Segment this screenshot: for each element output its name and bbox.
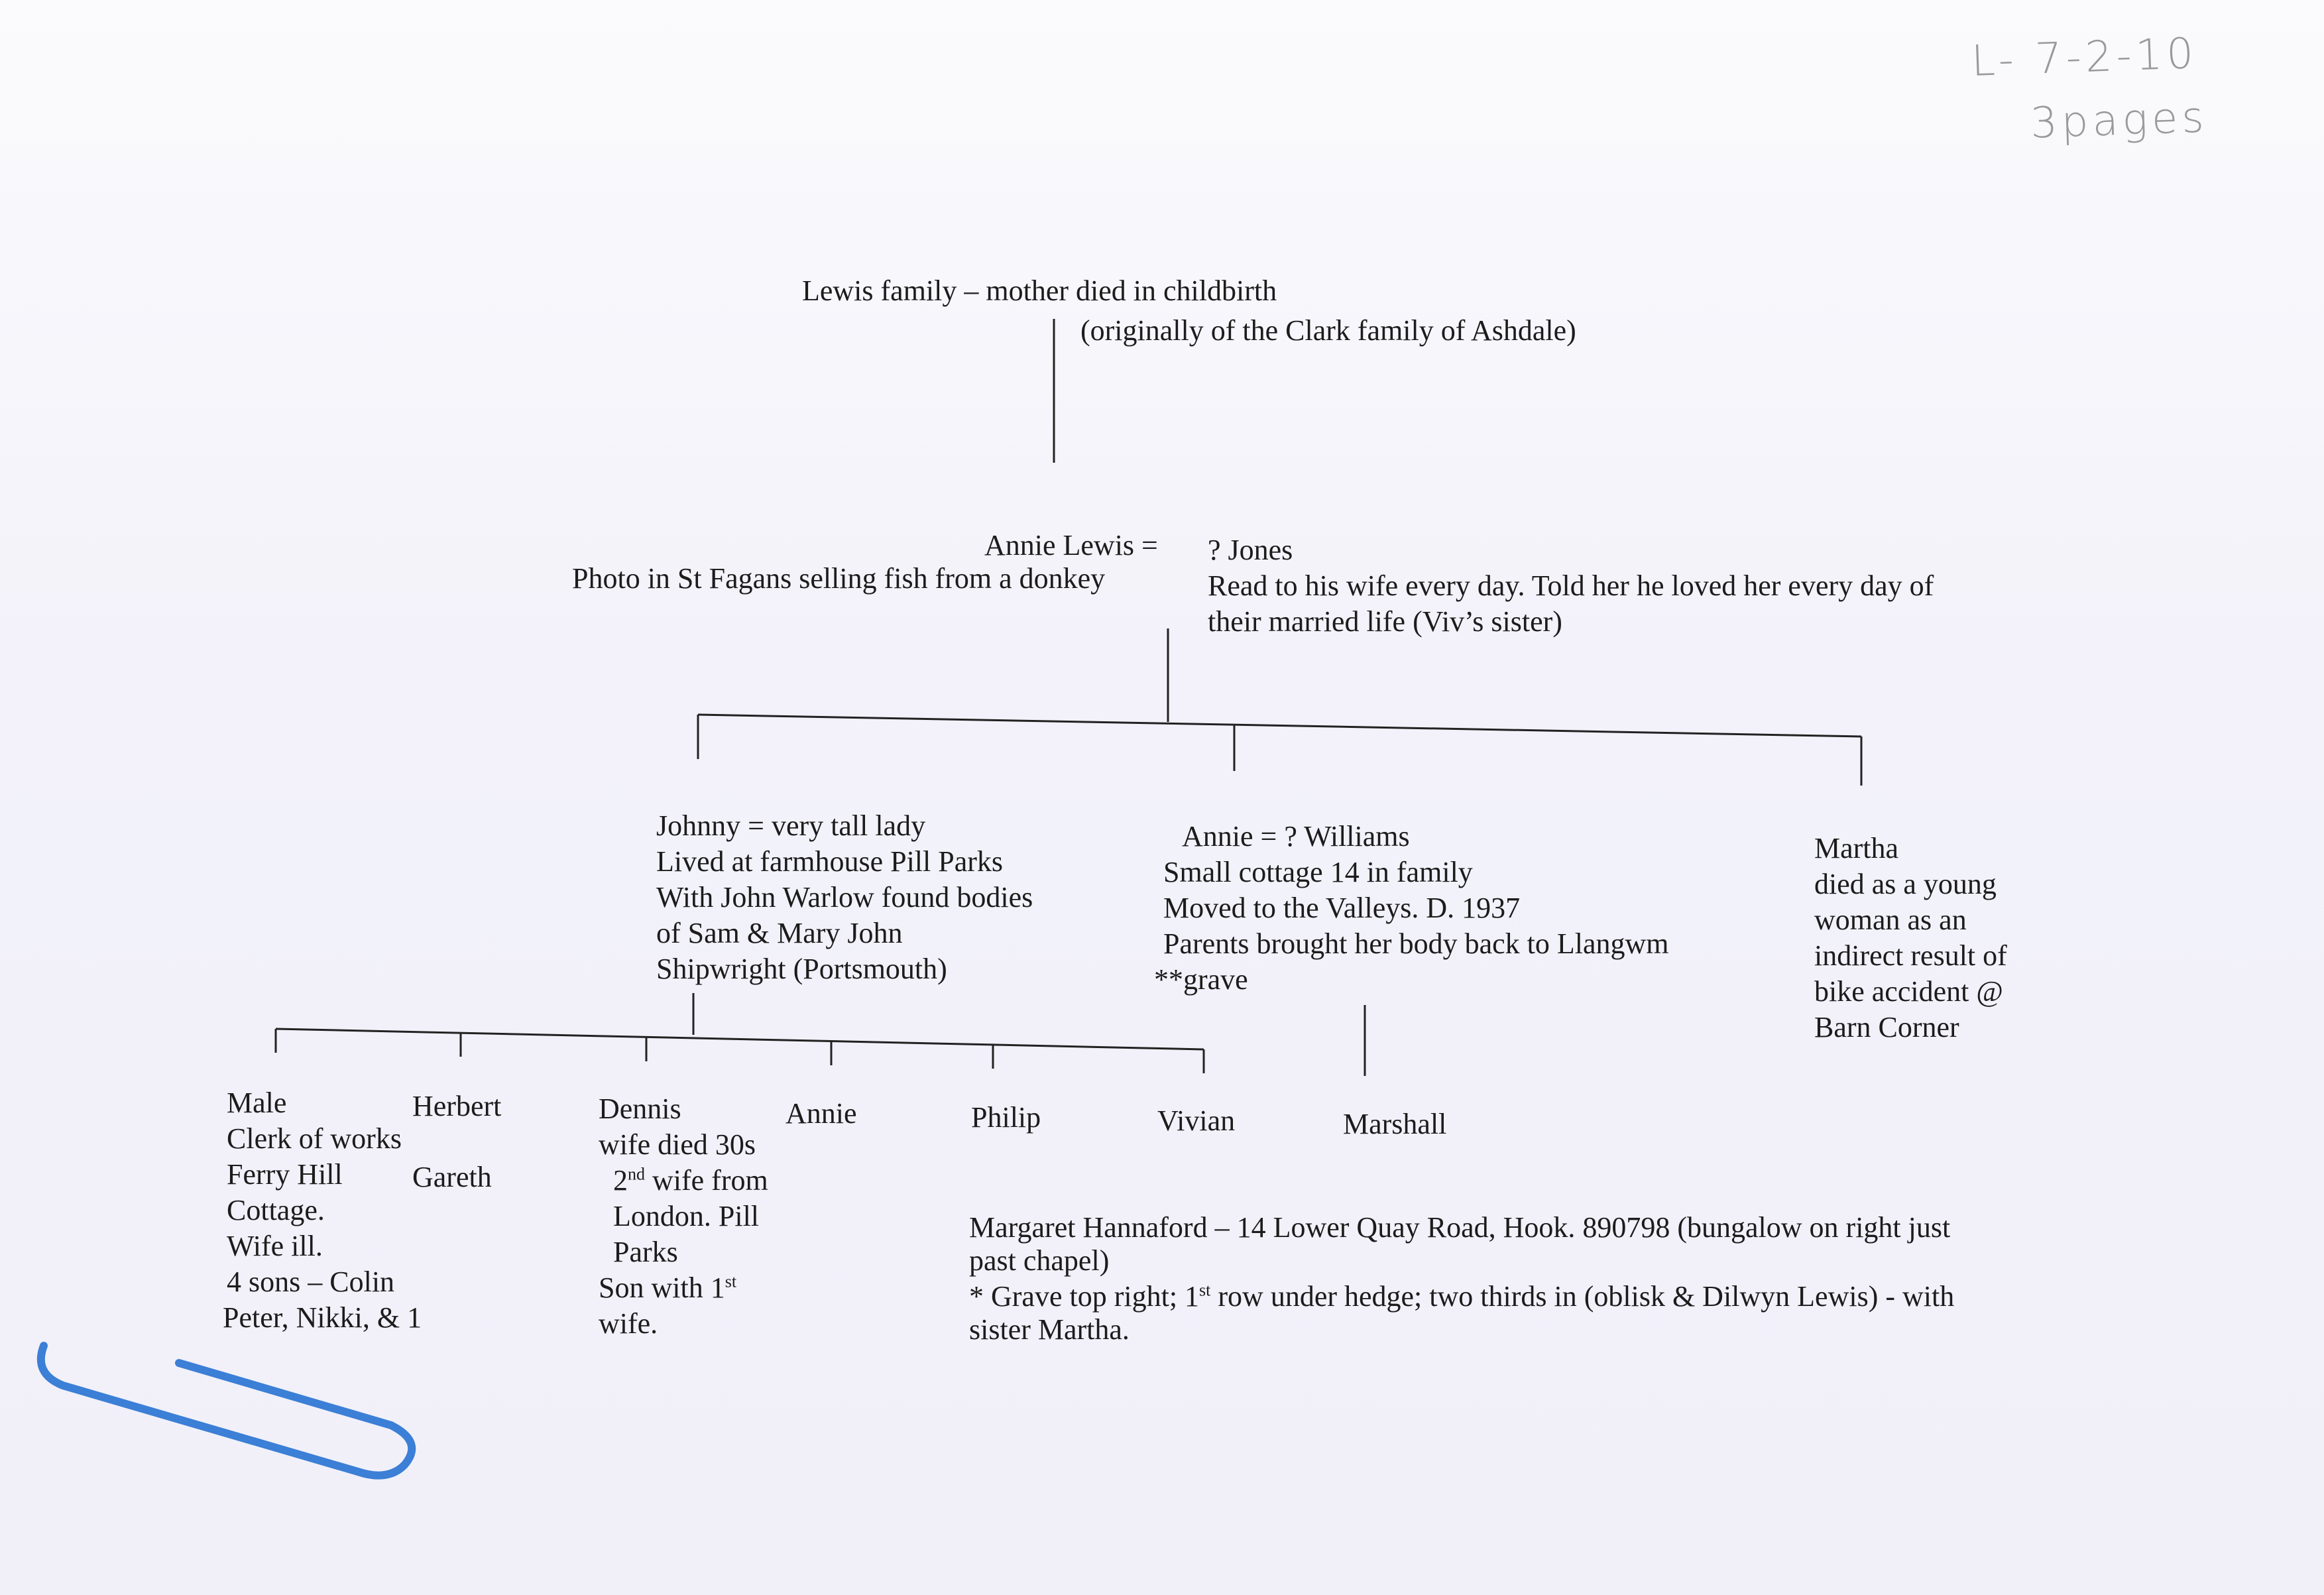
grandchild-herbert: Herbert bbox=[412, 1090, 502, 1122]
text: Son with 1 bbox=[599, 1271, 725, 1304]
text: * Grave top right; 1 bbox=[969, 1280, 1200, 1313]
line: past chapel) bbox=[969, 1244, 1110, 1277]
line: London. Pill bbox=[613, 1200, 760, 1232]
line: Wife ill. bbox=[227, 1230, 323, 1262]
line: With John Warlow found bodies bbox=[656, 881, 1033, 914]
root-note: (originally of the Clark family of Ashda… bbox=[1080, 314, 1576, 347]
paperclip-icon bbox=[36, 1342, 416, 1480]
line: Martha bbox=[1814, 832, 1899, 864]
grandchild-male: Male Clerk of works Ferry Hill Cottage. … bbox=[223, 1085, 422, 1336]
grandchild-annie: Annie bbox=[785, 1097, 857, 1130]
line: Clerk of works bbox=[227, 1122, 402, 1155]
wife-name: Annie Lewis = bbox=[984, 529, 1158, 561]
line: Parks bbox=[613, 1236, 678, 1268]
line: Male bbox=[227, 1087, 287, 1119]
grandchild-vivian: Vivian bbox=[1157, 1104, 1236, 1137]
line: woman as an bbox=[1814, 904, 1967, 936]
sup: st bbox=[1199, 1280, 1211, 1300]
grandchild-gareth: Gareth bbox=[412, 1161, 492, 1193]
wife-note: Photo in St Fagans selling fish from a d… bbox=[572, 562, 1106, 595]
grandchild-philip: Philip bbox=[971, 1101, 1041, 1134]
husband-note: Read to his wife every day. Told her he … bbox=[1208, 568, 1934, 640]
grandchild-marshall: Marshall bbox=[1343, 1108, 1447, 1140]
line: bike accident @ bbox=[1814, 975, 2003, 1008]
text: wife from bbox=[645, 1164, 768, 1197]
root-title: Lewis family – mother died in childbirth bbox=[802, 274, 1277, 307]
grandchild-dennis: Dennis wife died 30s 2nd wife from Londo… bbox=[599, 1091, 768, 1342]
text: row under hedge; two thirds in (oblisk &… bbox=[1210, 1280, 1955, 1313]
line: Son with 1st bbox=[599, 1270, 768, 1306]
line: Cottage. bbox=[227, 1194, 325, 1226]
child-martha: Martha died as a young woman as an indir… bbox=[1814, 831, 2007, 1045]
line: wife died 30s bbox=[599, 1128, 756, 1161]
child-johnny: Johnny = very tall lady Lived at farmhou… bbox=[656, 808, 1033, 987]
child-annie: Annie = ? Williams Small cottage 14 in f… bbox=[1154, 819, 1669, 998]
line: Dennis bbox=[599, 1093, 681, 1125]
line: 2nd wife from bbox=[599, 1163, 768, 1199]
note-line: Read to his wife every day. Told her he … bbox=[1208, 569, 1934, 602]
line: Peter, Nikki, & 1 bbox=[223, 1301, 422, 1334]
sup: st bbox=[725, 1271, 737, 1291]
line: Margaret Hannaford – 14 Lower Quay Road,… bbox=[969, 1211, 1951, 1244]
line: Ferry Hill bbox=[227, 1158, 343, 1191]
num: 2 bbox=[613, 1164, 628, 1197]
line: Lived at farmhouse Pill Parks bbox=[656, 845, 1004, 878]
children-bar bbox=[697, 713, 1862, 738]
line: 4 sons – Colin bbox=[227, 1266, 395, 1298]
line: * Grave top right; 1st row under hedge; … bbox=[969, 1279, 1954, 1315]
line: died as a young bbox=[1814, 868, 1997, 900]
contact-note: Margaret Hannaford – 14 Lower Quay Road,… bbox=[969, 1210, 1954, 1348]
line: of Sam & Mary John bbox=[656, 917, 903, 949]
grandchildren-bar bbox=[275, 1028, 1204, 1051]
line: Annie = ? Williams bbox=[1182, 820, 1410, 853]
line: wife. bbox=[599, 1307, 658, 1340]
line: Small cottage 14 in family bbox=[1163, 856, 1473, 888]
note-line: their married life (Viv’s sister) bbox=[1208, 605, 1562, 638]
line: Barn Corner bbox=[1814, 1011, 1959, 1043]
sup: nd bbox=[628, 1164, 645, 1184]
line: Shipwright (Portsmouth) bbox=[656, 953, 947, 985]
line: indirect result of bbox=[1814, 939, 2007, 972]
line: **grave bbox=[1154, 963, 1248, 996]
husband-name: ? Jones bbox=[1208, 534, 1293, 566]
line: sister Martha. bbox=[969, 1313, 1130, 1346]
line: Moved to the Valleys. D. 1937 bbox=[1163, 892, 1521, 924]
line: Parents brought her body back to Llangwm bbox=[1163, 927, 1669, 960]
line: Johnny = very tall lady bbox=[656, 809, 926, 842]
